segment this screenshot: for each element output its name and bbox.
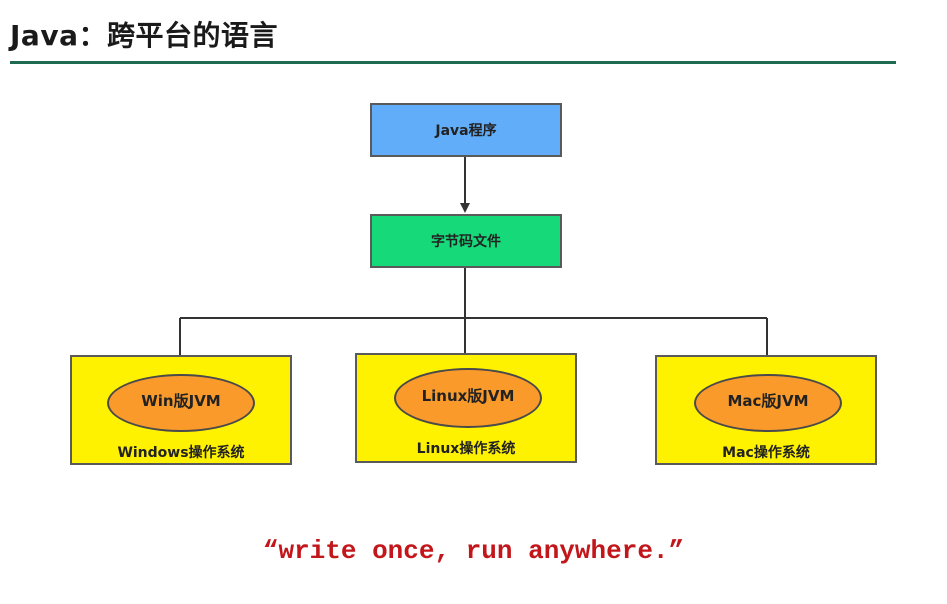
linux-os-box: Linux版JVM Linux操作系统	[355, 353, 577, 463]
page-title: Java：跨平台的语言	[10, 19, 278, 52]
bytecode-file-label: 字节码文件	[431, 234, 501, 250]
linux-jvm-ellipse: Linux版JVM	[394, 368, 542, 428]
mac-jvm-ellipse: Mac版JVM	[694, 374, 842, 432]
mac-os-box: Mac版JVM Mac操作系统	[655, 355, 877, 465]
java-program-box: Java程序	[370, 103, 562, 157]
linux-os-label: Linux操作系统	[416, 441, 516, 457]
mac-jvm-label: Mac版JVM	[727, 391, 809, 410]
windows-os-box: Win版JVM Windows操作系统	[70, 355, 292, 465]
title-divider	[10, 61, 896, 64]
mac-os-label: Mac操作系统	[722, 445, 810, 461]
slogan-text: “write once, run anywhere.”	[262, 536, 685, 566]
windows-os-label: Windows操作系统	[117, 445, 245, 461]
java-program-label: Java程序	[435, 123, 497, 139]
bytecode-file-box: 字节码文件	[370, 214, 562, 268]
windows-jvm-ellipse: Win版JVM	[107, 374, 255, 432]
linux-jvm-label: Linux版JVM	[421, 386, 515, 405]
windows-jvm-label: Win版JVM	[141, 391, 221, 410]
